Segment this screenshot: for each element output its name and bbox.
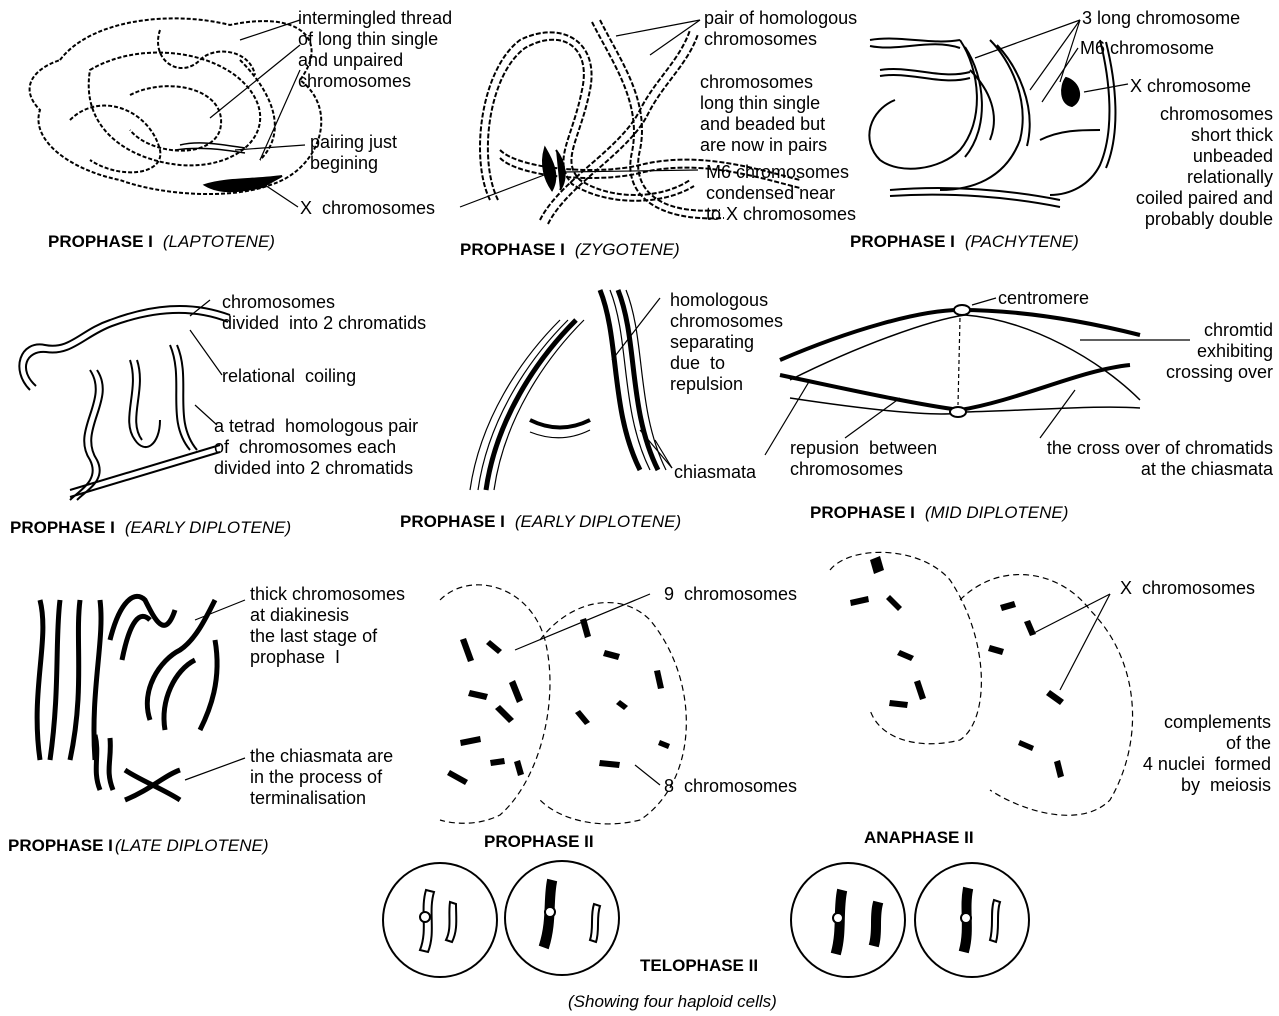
label-x-chromosome: X chromosome	[1130, 76, 1251, 97]
label-tetrad: a tetrad homologous pair of chromosomes …	[214, 416, 418, 479]
anaphase-2-figure	[830, 552, 1133, 815]
title-telophase-2: TELOPHASE II	[640, 956, 758, 976]
x-chromosome-pachytene	[1062, 78, 1079, 106]
early-diplotene-2-figure	[470, 290, 666, 490]
title-mid-diplotene: PROPHASE I(MID DIPLOTENE)	[810, 503, 1068, 523]
label-x-chromosomes-1: X chromosomes	[300, 198, 435, 219]
prophase-2-figure	[440, 585, 686, 824]
title-pachytene: PROPHASE I(PACHYTENE)	[850, 232, 1079, 252]
laptotene-figure	[30, 18, 322, 194]
label-3-long-chromosome: 3 long chromosome	[1082, 8, 1240, 29]
label-8-chromosomes: 8 chromosomes	[664, 776, 797, 797]
pachytene-figure	[869, 39, 1115, 207]
label-short-thick: chromosomes short thick unbeaded relatio…	[1136, 104, 1273, 230]
label-9-chromosomes: 9 chromosomes	[664, 584, 797, 605]
label-relational-coiling: relational coiling	[222, 366, 356, 387]
caption-four-haploid-cells: (Showing four haploid cells)	[568, 992, 777, 1012]
label-long-thin-beaded: chromosomes long thin single and beaded …	[700, 72, 827, 156]
label-x-chromosomes-2: X chromosomes	[1120, 578, 1255, 599]
late-diplotene-figure	[37, 596, 217, 800]
label-m6-condensed: M6 chromosomes condensed near to X chrom…	[706, 162, 856, 225]
label-pair-homologous: pair of homologous chromosomes	[704, 8, 857, 50]
title-early-diplotene-1: PROPHASE I(EARLY DIPLOTENE)	[10, 518, 291, 538]
label-pairing-begining: pairing just begining	[310, 132, 397, 174]
label-terminalisation: the chiasmata are in the process of term…	[250, 746, 393, 809]
label-cross-over: the cross over of chromatids at the chia…	[1047, 438, 1273, 480]
label-chromatid-crossing: chromtid exhibiting crossing over	[1166, 320, 1273, 383]
label-intermingled-thread: intermingled thread of long thin single …	[298, 8, 452, 92]
label-m6-chromosome: M6 chromosome	[1080, 38, 1214, 59]
label-homologous-separating: homologous chromosomes separating due to…	[670, 290, 783, 395]
label-complements: complements of the 4 nuclei formed by me…	[1143, 712, 1271, 796]
title-anaphase-2: ANAPHASE II	[864, 828, 974, 848]
label-divided-2-chromatids: chromosomes divided into 2 chromatids	[222, 292, 426, 334]
title-late-diplotene: PROPHASE I(LATE DIPLOTENE)	[8, 836, 269, 856]
label-centromere: centromere	[998, 288, 1089, 309]
mid-diplotene-figure	[780, 305, 1140, 417]
early-diplotene-1-figure	[19, 306, 230, 500]
title-zygotene: PROPHASE I(ZYGOTENE)	[460, 240, 680, 260]
title-early-diplotene-2: PROPHASE I(EARLY DIPLOTENE)	[400, 512, 681, 532]
label-thick-diakinesis: thick chromosomes at diakinesis the last…	[250, 584, 405, 668]
x-chromosome-zygotene	[543, 148, 565, 190]
label-chiasmata: chiasmata	[674, 462, 756, 483]
label-repulsion: repusion between chromosomes	[790, 438, 937, 480]
title-laptotene: PROPHASE I(LAPTOTENE)	[48, 232, 275, 252]
title-prophase-2: PROPHASE II	[484, 832, 594, 852]
